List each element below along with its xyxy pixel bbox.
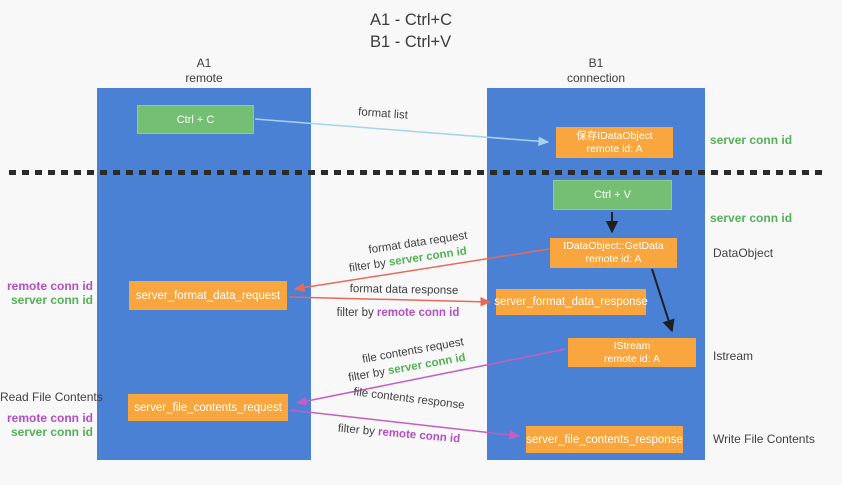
- server-format-data-response-node: server_format_data_response: [494, 289, 648, 315]
- left-server-conn-id-bottom: server conn id: [10, 425, 93, 439]
- server-file-contents-response-node: server_file_contents_response: [526, 426, 683, 453]
- right-write-file-contents-label: Write File Contents: [713, 432, 815, 446]
- session-separator-dashed-line: [9, 170, 823, 175]
- save-dataobject-line2: remote id: A: [586, 142, 643, 155]
- file-contents-response-filter-label: filter by remote conn id: [337, 423, 460, 446]
- save-dataobject-node: 保存IDataObject remote id: A: [556, 127, 673, 158]
- format-data-response-label: format data response: [349, 283, 459, 297]
- server-file-contents-request-label: server_file_contents_request: [134, 401, 282, 414]
- left-remote-conn-id-bottom: remote conn id: [6, 411, 93, 425]
- server-format-data-request-node: server_format_data_request: [129, 281, 287, 310]
- left-read-file-contents-label: Read File Contents: [0, 390, 103, 404]
- filter-by-prefix-1: filter by: [348, 256, 390, 275]
- file-contents-response-label: file contents response: [352, 386, 466, 412]
- lane-a1-role: remote: [185, 71, 223, 85]
- ctrl-v-node: Ctrl + V: [553, 180, 672, 210]
- right-istream-label: Istream: [713, 349, 754, 363]
- server-format-data-request-label: server_format_data_request: [135, 289, 281, 302]
- server-file-contents-response-label: server_file_contents_response: [526, 433, 683, 446]
- format-data-response-arrow: [288, 296, 492, 307]
- format-data-response-filter-label: filter by remote conn id: [337, 307, 460, 319]
- format-list-label: format list: [357, 106, 409, 122]
- filter-by-prefix-3: filter by: [347, 365, 390, 385]
- getdata-line1: IDataObject::GetData: [563, 240, 664, 252]
- save-dataobject-line1: 保存IDataObject: [576, 129, 653, 142]
- filter-remote-conn-id-2: remote conn id: [377, 426, 461, 446]
- title-line-1: A1 - Ctrl+C: [370, 11, 453, 29]
- filter-by-prefix-2: filter by: [336, 307, 377, 319]
- left-server-conn-id-top: server conn id: [10, 293, 93, 307]
- server-file-contents-request-node: server_file_contents_request: [128, 394, 288, 421]
- ctrl-c-label: Ctrl + C: [176, 113, 215, 126]
- lane-a1-name: A1: [196, 56, 212, 70]
- istream-line2: remote id: A: [603, 352, 661, 365]
- server-format-data-response-label: server_format_data_response: [494, 296, 648, 308]
- filter-by-prefix-4: filter by: [337, 422, 379, 439]
- istream-line1: IStream: [613, 339, 651, 352]
- left-remote-conn-id-top: remote conn id: [6, 279, 93, 293]
- getdata-line2: remote id: A: [585, 253, 642, 265]
- right-server-conn-id-top: server conn id: [710, 133, 793, 147]
- right-dataobject-label: DataObject: [713, 246, 774, 260]
- filter-remote-conn-id-1: remote conn id: [376, 307, 460, 319]
- diagram-title: A1 - Ctrl+C B1 - Ctrl+V: [370, 9, 452, 53]
- lane-b1-name: B1: [588, 56, 604, 70]
- ctrl-v-label: Ctrl + V: [594, 189, 631, 201]
- getdata-node: IDataObject::GetData remote id: A: [550, 238, 677, 268]
- lane-header-b1: B1 connection: [487, 56, 705, 86]
- ctrl-c-node: Ctrl + C: [137, 105, 254, 134]
- istream-node: IStream remote id: A: [568, 338, 696, 367]
- title-line-2: B1 - Ctrl+V: [370, 33, 452, 51]
- lane-b1-role: connection: [566, 71, 626, 85]
- right-server-conn-id-mid: server conn id: [710, 211, 793, 225]
- lane-header-a1: A1 remote: [97, 56, 311, 86]
